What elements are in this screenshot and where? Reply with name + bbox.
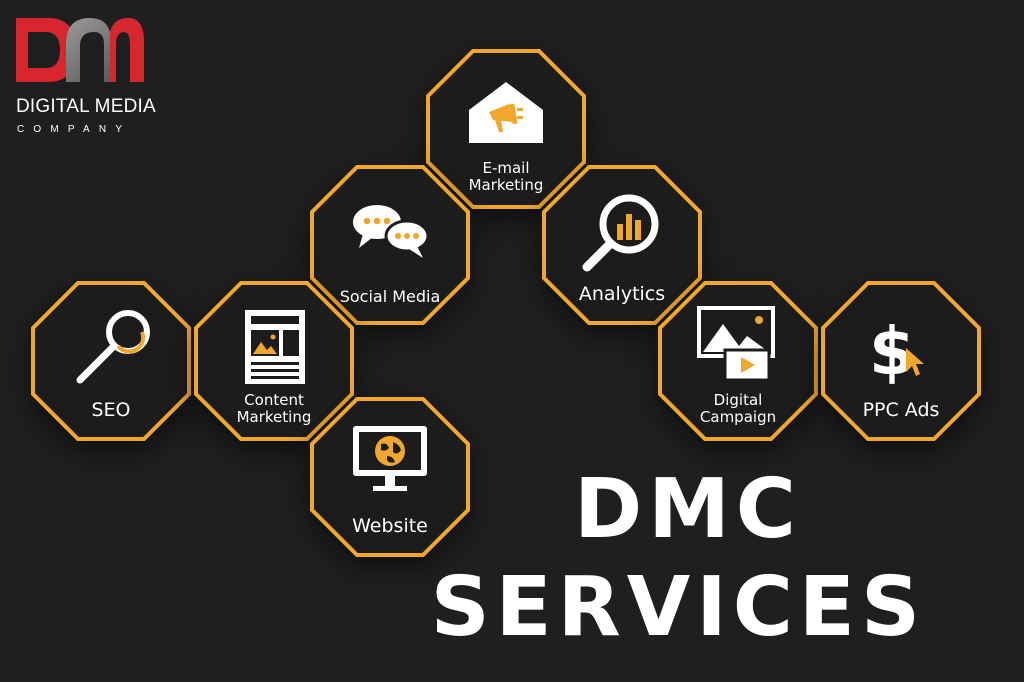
service-label-line1: Content bbox=[244, 391, 304, 409]
service-seo: SEO bbox=[30, 280, 192, 442]
service-label-line1: Digital bbox=[713, 391, 763, 409]
service-digital-campaign: Digital Campaign bbox=[657, 280, 819, 442]
magnifier-icon bbox=[76, 310, 150, 384]
service-website: Website bbox=[309, 396, 471, 558]
service-email-marketing: E-mail Marketing bbox=[425, 48, 587, 210]
service-label-line1: E-mail bbox=[482, 159, 530, 177]
service-label-line1: Social Media bbox=[339, 287, 441, 306]
image-video-icon bbox=[697, 306, 775, 382]
service-ppc-ads: $ PPC Ads bbox=[820, 280, 982, 442]
service-label: Digital Campaign bbox=[657, 392, 819, 426]
service-label: Website bbox=[309, 515, 471, 537]
dollar-cursor-icon: $ bbox=[869, 313, 924, 390]
chat-bubbles-icon bbox=[353, 205, 430, 258]
magnifier-chart-icon bbox=[582, 194, 659, 272]
service-label: Social Media bbox=[309, 288, 471, 306]
octagon-frame bbox=[31, 281, 191, 441]
service-label: Content Marketing bbox=[193, 392, 355, 426]
logo-company-subtitle: COMPANY bbox=[17, 124, 132, 135]
logo-company-name: DIGITAL MEDIA bbox=[16, 96, 156, 117]
company-logo: DIGITAL MEDIA COMPANY bbox=[14, 14, 156, 135]
service-label-line1: Analytics bbox=[578, 283, 666, 305]
service-label-line2: Marketing bbox=[468, 175, 544, 194]
service-content-marketing: Content Marketing bbox=[193, 280, 355, 442]
envelope-megaphone-icon bbox=[469, 82, 543, 143]
dm-logo-mark bbox=[16, 18, 144, 82]
service-label: PPC Ads bbox=[820, 399, 982, 421]
service-label-line1: SEO bbox=[91, 399, 131, 421]
title-line2: SERVICES bbox=[430, 560, 926, 655]
document-icon bbox=[245, 310, 305, 384]
title-line1: DMC bbox=[574, 462, 802, 557]
service-label-line1: PPC Ads bbox=[862, 399, 940, 421]
service-social-media: Social Media bbox=[309, 164, 471, 326]
service-label-line1: Website bbox=[352, 515, 428, 537]
service-analytics: Analytics bbox=[541, 164, 703, 326]
service-label-line2: Campaign bbox=[699, 407, 777, 426]
service-label: E-mail Marketing bbox=[425, 160, 587, 194]
octagon-frame bbox=[821, 281, 981, 441]
service-label: SEO bbox=[30, 399, 192, 421]
octagon-frame bbox=[542, 165, 702, 325]
service-label-line2: Marketing bbox=[236, 407, 312, 426]
monitor-globe-icon bbox=[353, 426, 427, 491]
service-label: Analytics bbox=[541, 283, 703, 305]
